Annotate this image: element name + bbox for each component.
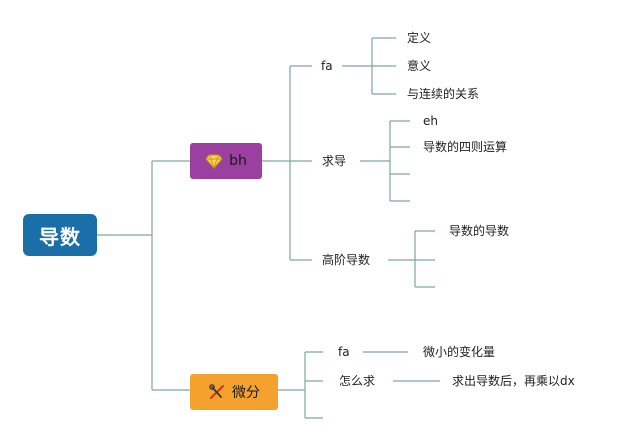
root-label: 导数 (39, 224, 81, 249)
leaf-daoshudedaoshu[interactable]: 导数的导数 (449, 224, 510, 238)
branch-node-weifen[interactable]: 微分 (190, 374, 278, 410)
tools-icon (208, 383, 226, 401)
branch-label-weifen: 微分 (232, 385, 260, 401)
branch-node-bh[interactable]: bh (190, 143, 262, 179)
leaf-chengyidx[interactable]: 求出导数后，再乘以dx (452, 374, 575, 388)
topic-wf-fa[interactable]: fa (338, 345, 350, 359)
connector-wf (278, 351, 323, 419)
leaf-weixiao[interactable]: 微小的变化量 (423, 345, 496, 359)
connector-fa (342, 37, 396, 95)
root-node[interactable]: 导数 (23, 214, 97, 256)
topic-fa[interactable]: fa (321, 59, 333, 73)
connector-root (97, 160, 190, 391)
leaf-lianxu[interactable]: 与连续的关系 (407, 87, 480, 101)
topic-qiudao[interactable]: 求导 (322, 154, 347, 168)
branch-label-bh: bh (229, 153, 247, 169)
connector-bh (262, 65, 312, 261)
leaf-dingyi[interactable]: 定义 (407, 31, 432, 45)
topic-zenmeqiu[interactable]: 怎么求 (339, 374, 376, 388)
connector-gaojie (388, 230, 435, 288)
gem-icon (205, 152, 223, 170)
leaf-eh[interactable]: eh (423, 114, 438, 128)
connector-qiudao (360, 120, 410, 202)
leaf-sizeyunsuan[interactable]: 导数的四则运算 (423, 140, 508, 154)
topic-gaojie[interactable]: 高阶导数 (322, 253, 371, 267)
connector-wf-leaves (363, 351, 440, 382)
leaf-yiyi[interactable]: 意义 (407, 59, 432, 73)
